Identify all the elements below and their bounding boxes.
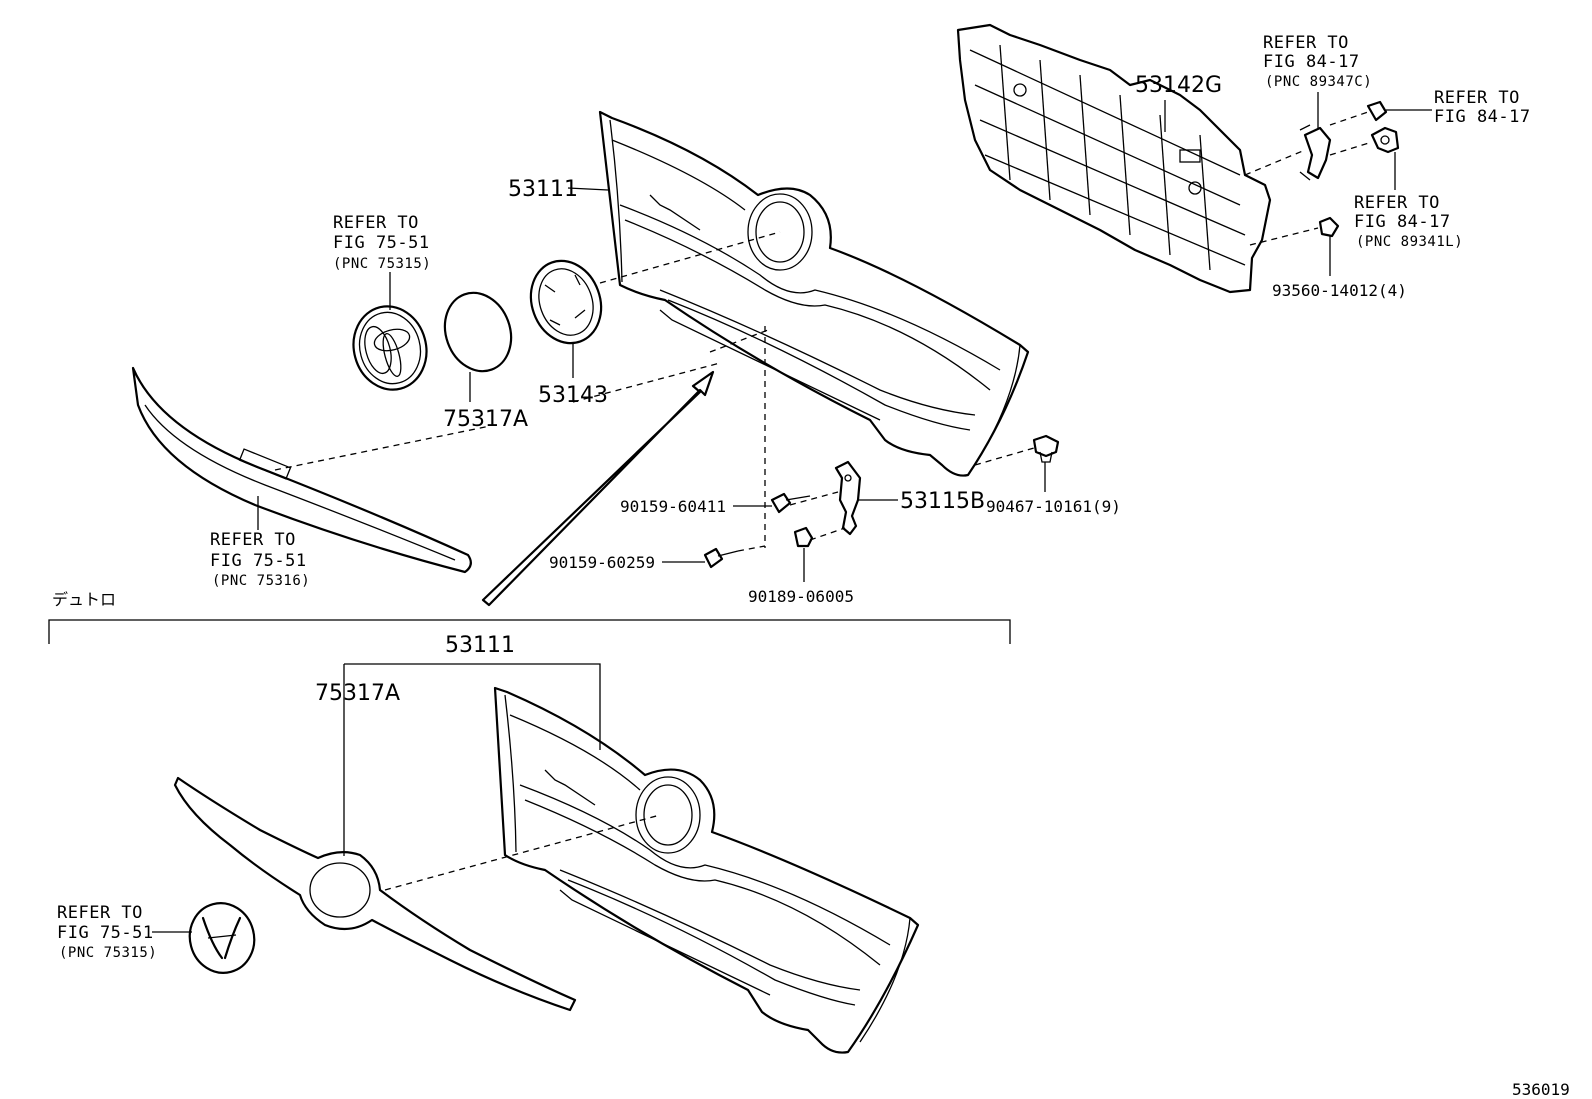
label-clip-2: 93560-14012(4) <box>1272 281 1407 300</box>
svg-text:(PNC 75316): (PNC 75316) <box>212 573 310 589</box>
radiator-grille-bottom[interactable] <box>493 686 920 1054</box>
svg-text:(PNC 75315): (PNC 75315) <box>333 256 431 272</box>
svg-text:FIG 84-17: FIG 84-17 <box>1434 107 1531 127</box>
label-bolt-1: 90159-60411 <box>620 497 726 516</box>
svg-text:REFER TO: REFER TO <box>1354 193 1440 213</box>
figure-number: 536019 <box>1512 1080 1570 1099</box>
bolt-90159-60259[interactable] <box>703 547 739 569</box>
clip-93560-14012[interactable] <box>1318 216 1340 238</box>
svg-text:REFER TO: REFER TO <box>333 213 419 233</box>
label-grille-top: 53111 <box>508 177 578 202</box>
ref-emblem-bottom: REFER TO FIG 75-51 (PNC 75315) <box>57 903 157 961</box>
svg-text:REFER TO: REFER TO <box>57 903 143 923</box>
svg-text:(PNC 89341L): (PNC 89341L) <box>1356 234 1463 250</box>
direction-arrow-icon <box>481 370 715 607</box>
svg-text:FIG 75-51: FIG 75-51 <box>210 551 307 571</box>
variant-label: デュトロ <box>52 590 116 609</box>
svg-text:(PNC 89347C): (PNC 89347C) <box>1265 74 1372 90</box>
bolt-90159-60411[interactable] <box>770 492 811 514</box>
toyota-emblem-icon-top[interactable] <box>344 298 435 398</box>
label-nut: 90189-06005 <box>748 587 854 606</box>
grille-moulding[interactable] <box>131 366 472 574</box>
sensor-bracket-a[interactable] <box>1299 124 1332 181</box>
svg-text:(PNC 75315): (PNC 75315) <box>59 945 157 961</box>
label-retainer: 53142G <box>1135 73 1222 98</box>
svg-text:FIG 75-51: FIG 75-51 <box>333 233 430 253</box>
svg-text:REFER TO: REFER TO <box>1263 33 1349 53</box>
label-grille-bottom: 53111 <box>445 633 515 658</box>
label-bolt-2: 90159-60259 <box>549 553 655 572</box>
emblem-plate-top[interactable] <box>434 283 522 380</box>
ref-sensor-c: REFER TO FIG 84-17 (PNC 89341L) <box>1354 193 1463 250</box>
radiator-grille-top[interactable] <box>598 110 1030 477</box>
variant-bracket <box>48 619 1011 644</box>
sensor-bracket-c[interactable] <box>1370 126 1400 154</box>
label-plate-bottom: 75317A <box>315 681 400 706</box>
emblem-plate-bottom[interactable] <box>173 776 577 1012</box>
label-clip-1: 90467-10161(9) <box>986 497 1121 516</box>
svg-text:FIG 84-17: FIG 84-17 <box>1263 52 1360 72</box>
ref-sensor-b: REFER TO FIG 84-17 <box>1434 88 1531 127</box>
hino-emblem-icon-bottom[interactable] <box>182 896 262 980</box>
svg-text:FIG 84-17: FIG 84-17 <box>1354 212 1451 232</box>
label-plate-top: 75317A <box>443 407 528 432</box>
ref-emblem-top: REFER TO FIG 75-51 (PNC 75315) <box>333 213 431 272</box>
svg-text:FIG 75-51: FIG 75-51 <box>57 923 154 943</box>
ref-moulding: REFER TO FIG 75-51 (PNC 75316) <box>210 530 310 589</box>
svg-text:REFER TO: REFER TO <box>1434 88 1520 108</box>
clip-90467-10161[interactable] <box>1032 434 1060 463</box>
sensor-clip-b[interactable] <box>1366 100 1388 122</box>
grille-retainer[interactable] <box>956 23 1272 294</box>
nut-90189-06005[interactable] <box>793 526 814 548</box>
svg-text:REFER TO: REFER TO <box>210 530 296 550</box>
emblem-base[interactable] <box>520 251 613 353</box>
label-bracket: 53115B <box>900 489 985 514</box>
ref-sensor-a: REFER TO FIG 84-17 (PNC 89347C) <box>1263 33 1372 90</box>
bracket-53115b[interactable] <box>834 460 862 536</box>
